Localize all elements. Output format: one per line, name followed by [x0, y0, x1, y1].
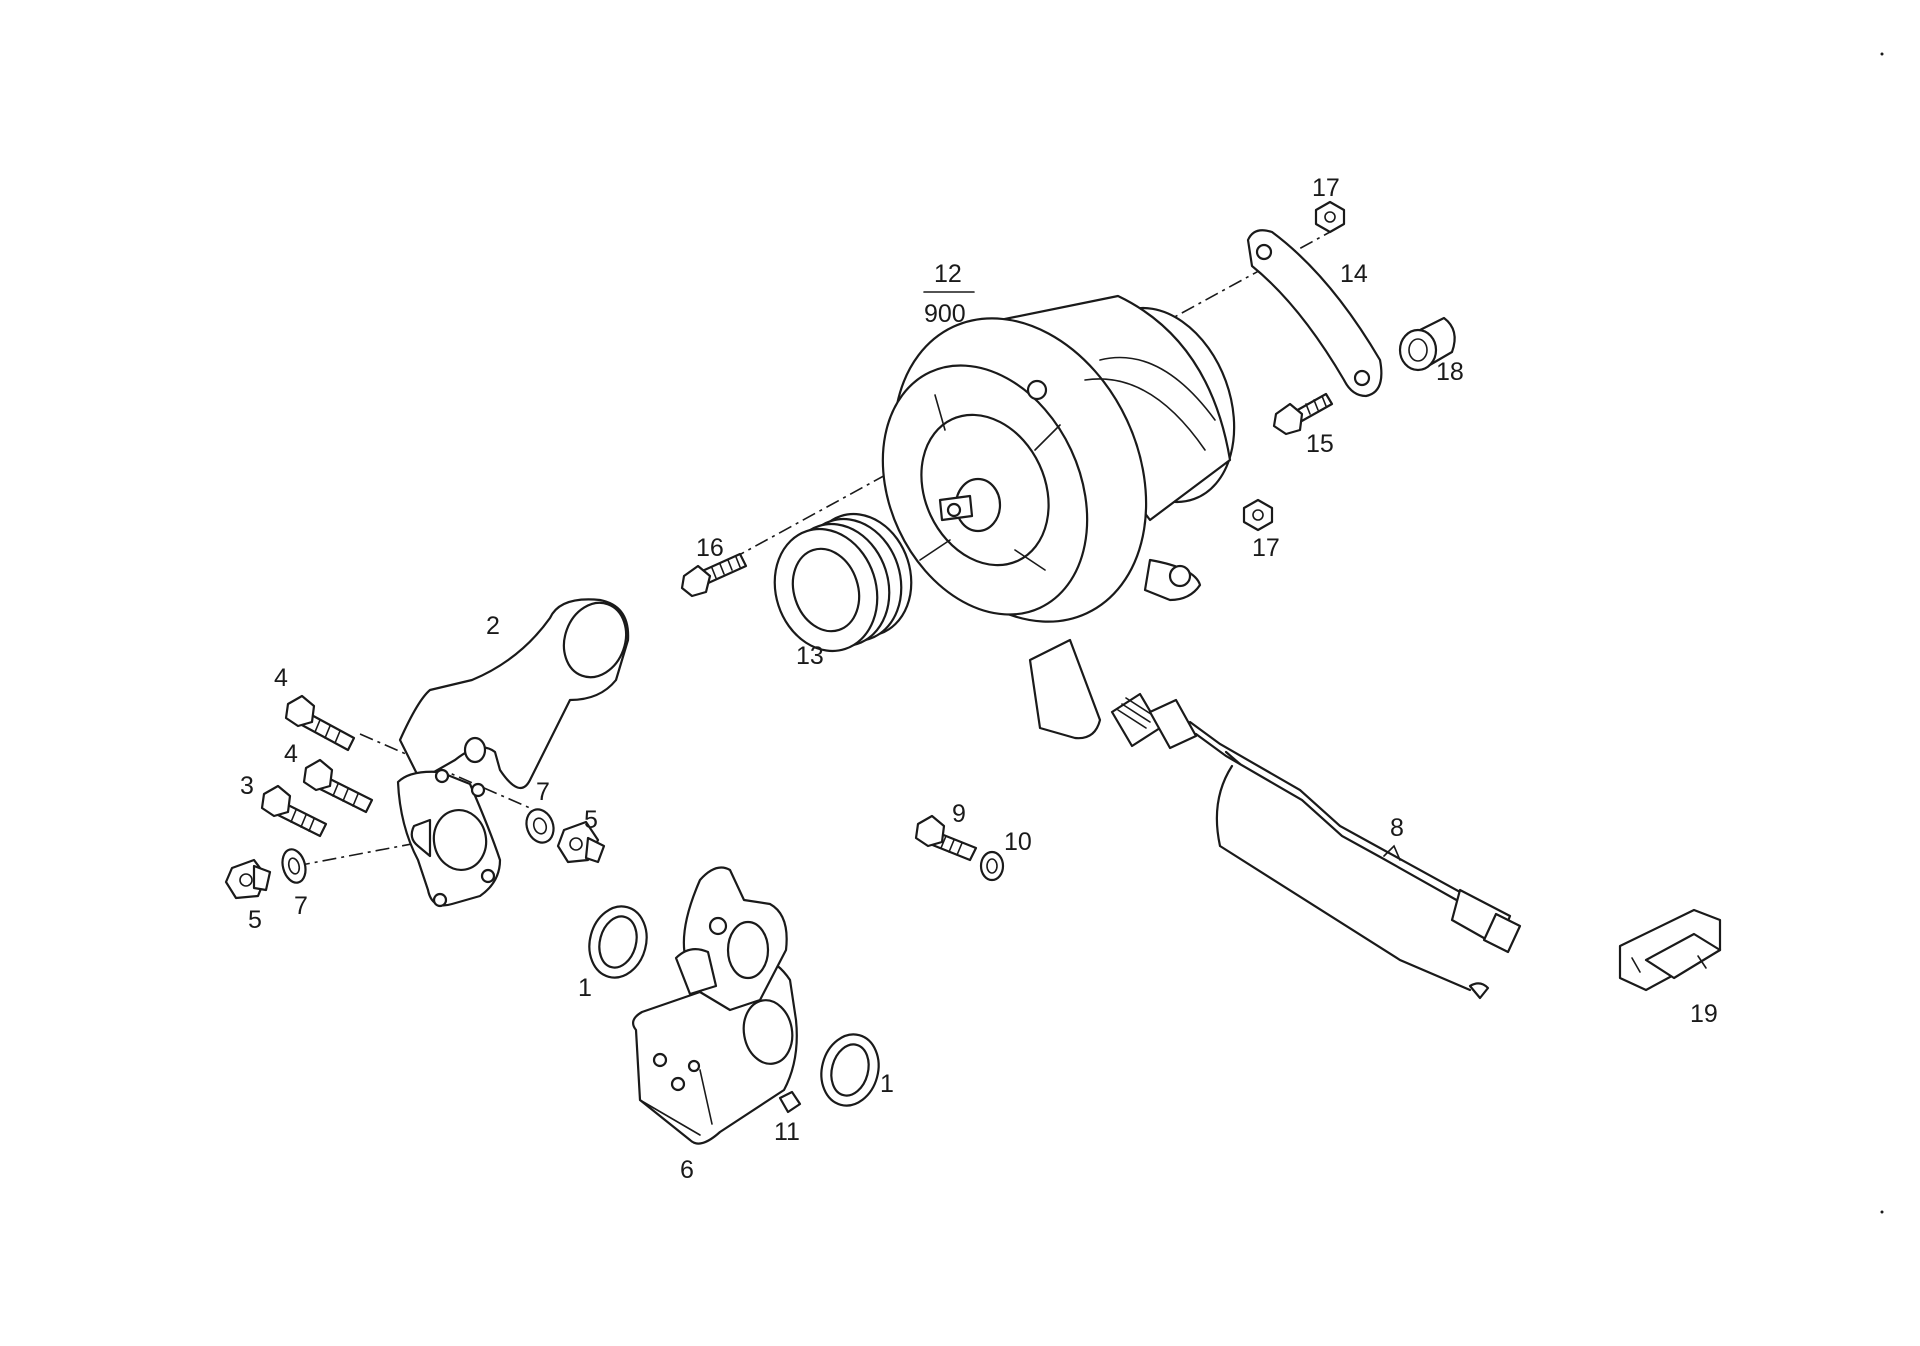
- callout-1-lower: 1: [880, 1070, 894, 1098]
- bolt-9: [914, 814, 978, 862]
- nut-10: [979, 850, 1005, 882]
- seal-ring-upper: [588, 905, 648, 979]
- callout-900: 900: [924, 300, 966, 328]
- callout-11: 11: [774, 1118, 800, 1146]
- bolt-16: [680, 552, 748, 598]
- callout-12: 12: [934, 260, 962, 288]
- callout-5-right: 5: [584, 806, 598, 834]
- callout-4-lower: 4: [284, 740, 298, 768]
- bolt-4-lower: [302, 758, 374, 814]
- fitting-5-right: [556, 820, 606, 864]
- nut-17-lower: [1242, 498, 1274, 532]
- callout-16: 16: [696, 534, 724, 562]
- callout-1-upper: 1: [578, 974, 592, 1002]
- corner-mark: [1880, 1210, 1884, 1214]
- callout-9: 9: [952, 800, 966, 828]
- alternator: [881, 294, 1236, 740]
- bolt-15: [1272, 392, 1334, 436]
- wiring-harness: [1110, 692, 1522, 1000]
- washer-7-left: [281, 848, 307, 884]
- callout-13: 13: [796, 642, 824, 670]
- pin: [778, 1090, 802, 1114]
- callout-10: 10: [1004, 828, 1032, 856]
- adjusting-bracket: [1246, 229, 1383, 398]
- bolt-3: [260, 784, 328, 838]
- nut-17-upper: [1314, 200, 1346, 234]
- washer-7-right: [525, 808, 555, 844]
- callout-5-left: 5: [248, 906, 262, 934]
- callout-7-left: 7: [294, 892, 308, 920]
- callout-6: 6: [680, 1156, 694, 1184]
- callout-8: 8: [1390, 814, 1404, 842]
- seal-ring-lower: [820, 1033, 880, 1107]
- fitting-5-left: [224, 858, 272, 900]
- callout-18: 18: [1436, 358, 1464, 386]
- callout-2: 2: [486, 612, 500, 640]
- mounting-arm: [396, 598, 630, 908]
- bolt-4-upper: [284, 694, 356, 752]
- callout-15: 15: [1306, 430, 1334, 458]
- callout-3: 3: [240, 772, 254, 800]
- corner-mark: [1880, 52, 1884, 56]
- callout-4-upper: 4: [274, 664, 288, 692]
- callout-7-right: 7: [536, 778, 550, 806]
- bracket-centerline-lower: [295, 841, 423, 867]
- voltage-regulator: [1618, 908, 1722, 992]
- callout-14: 14: [1340, 260, 1368, 288]
- pulley: [773, 512, 913, 653]
- callout-17-upper: 17: [1312, 174, 1340, 202]
- callout-17-lower: 17: [1252, 534, 1280, 562]
- bushing: [1398, 316, 1456, 372]
- callout-19: 19: [1690, 1000, 1718, 1028]
- support-bracket: [632, 866, 798, 1145]
